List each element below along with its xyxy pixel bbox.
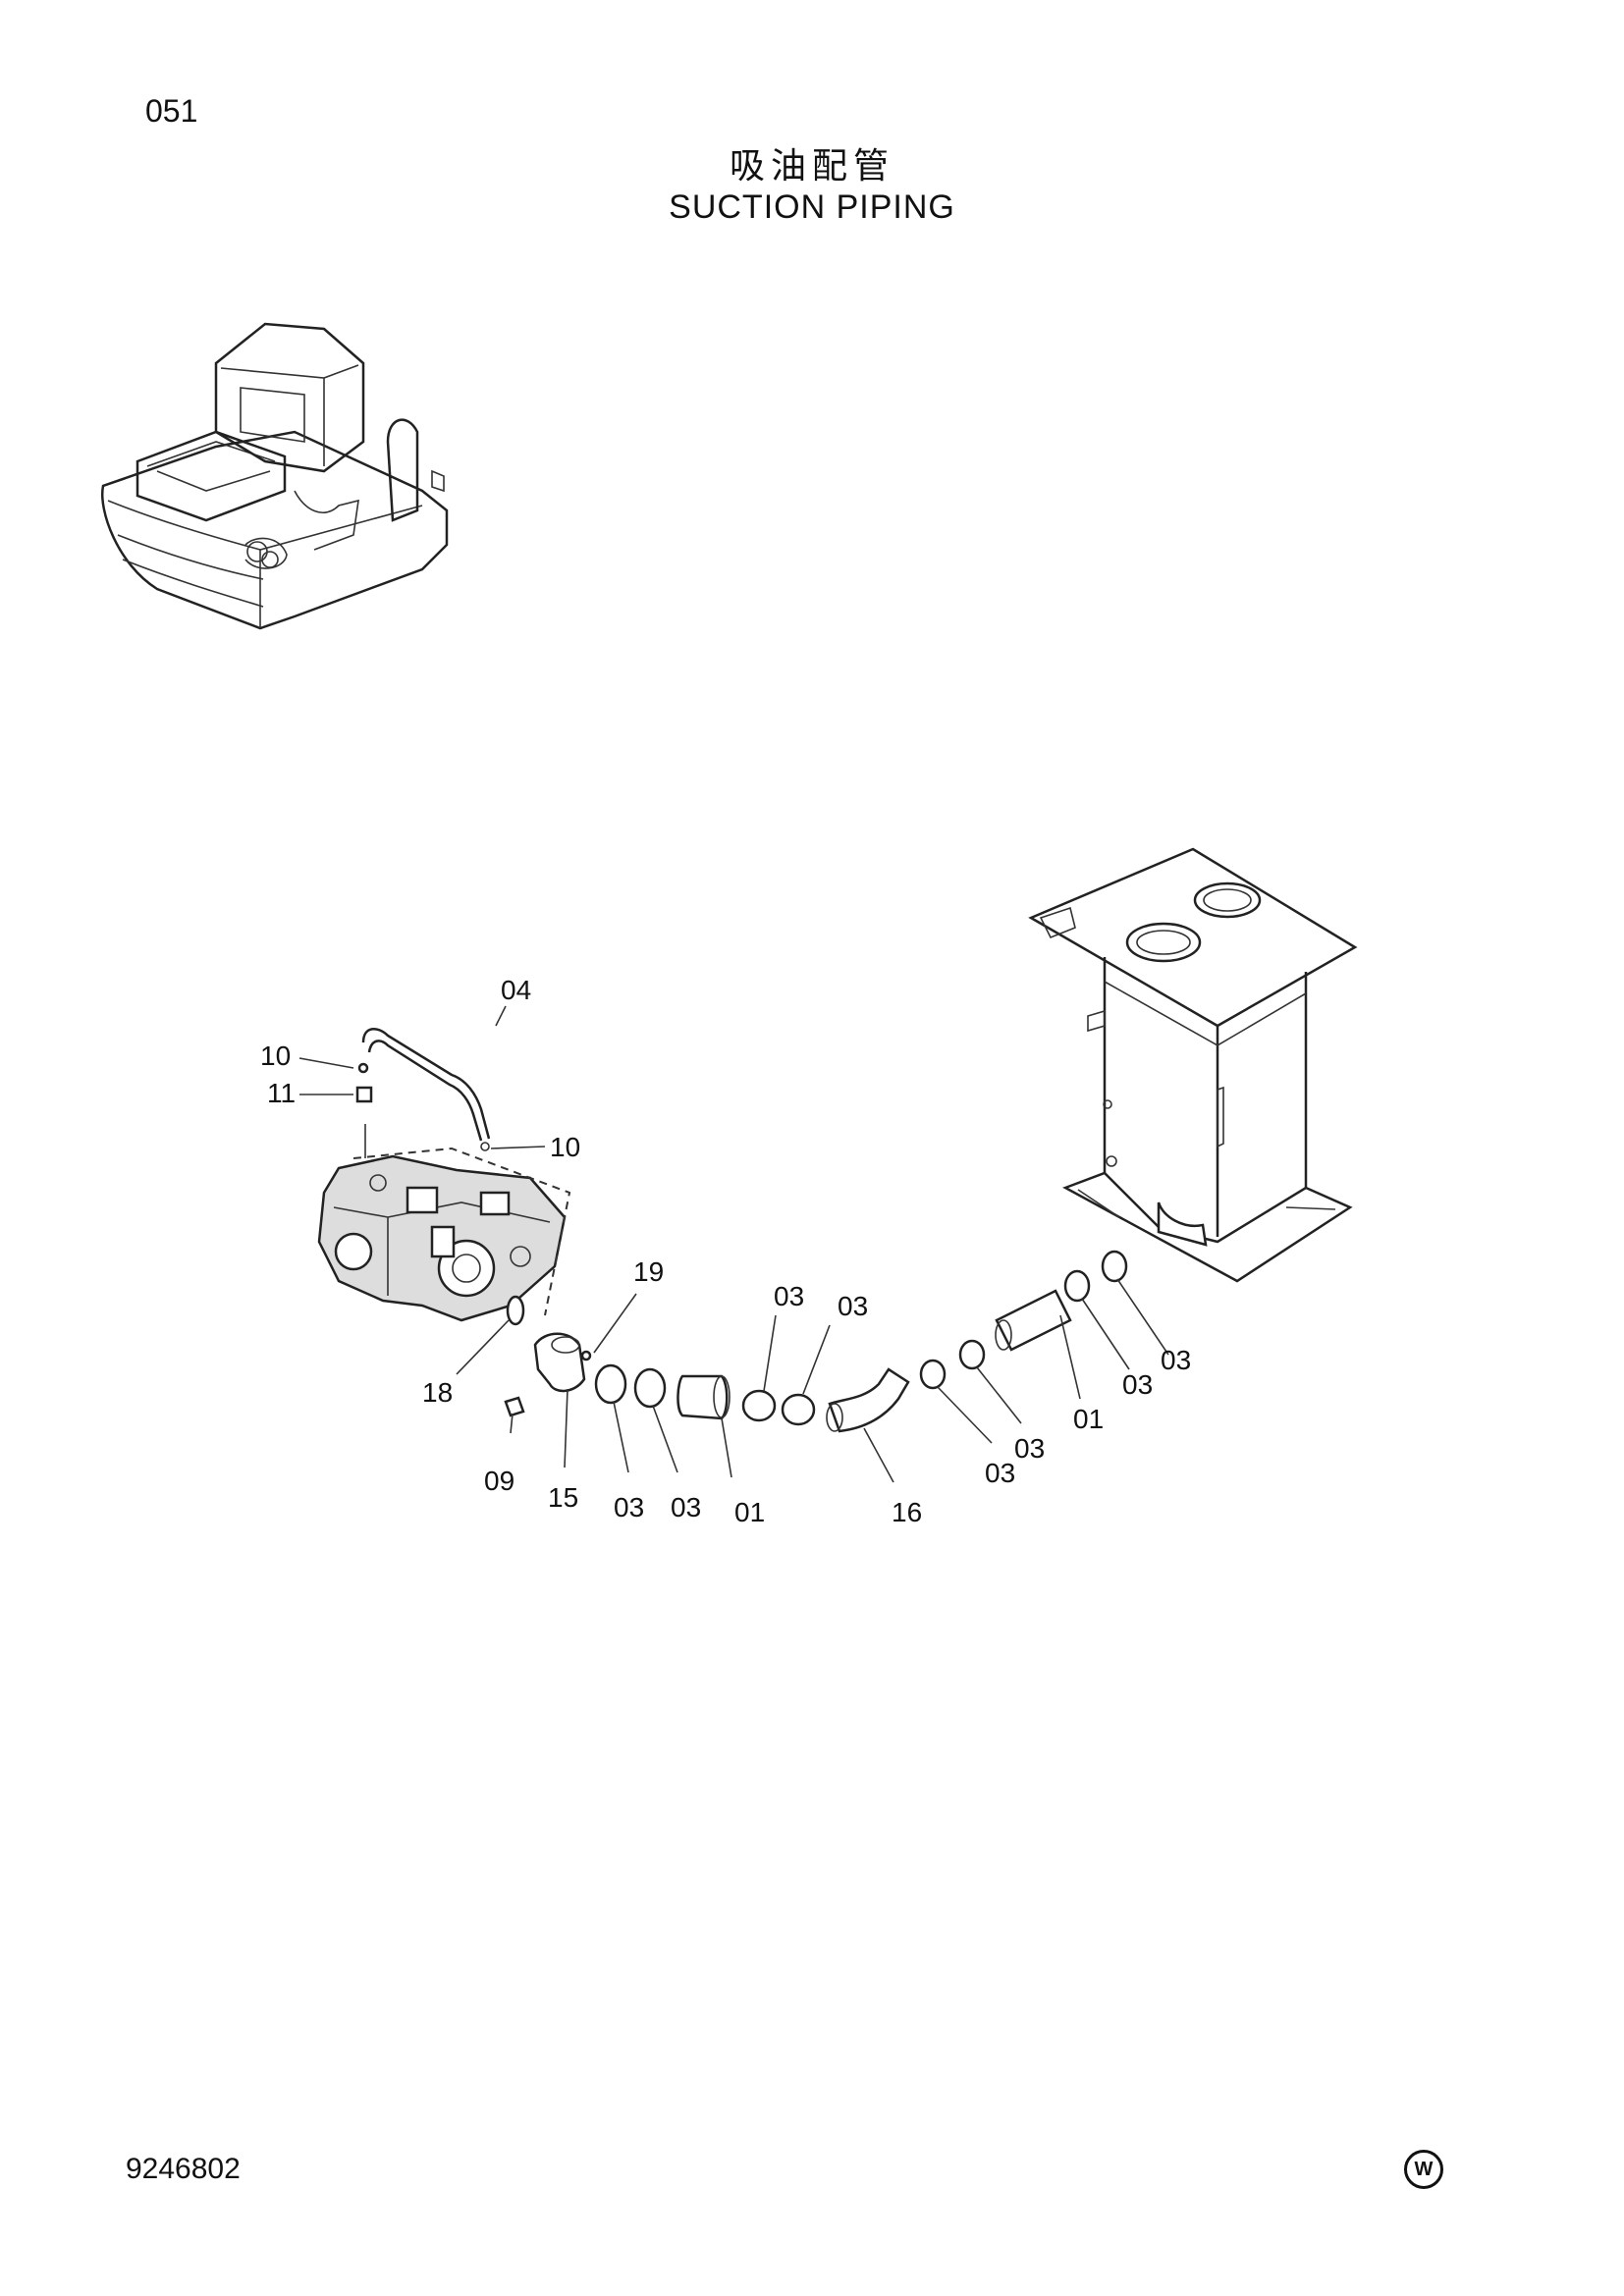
page-title-chinese: 吸油配管: [729, 146, 894, 187]
callout-16: 16: [892, 1497, 922, 1527]
hose-04: [361, 1028, 491, 1151]
adapter-11: [355, 1086, 373, 1103]
hose-01-right: [995, 1289, 1072, 1352]
bolt-09: [504, 1396, 525, 1417]
callout-03-5: 03: [985, 1458, 1015, 1488]
callout-03-1: 03: [614, 1492, 644, 1522]
callout-10-lower: 10: [550, 1132, 580, 1162]
page-title: SUCTION PIPING: [669, 188, 955, 226]
hose-01-left: [677, 1374, 729, 1420]
excavator-overview-illustration: [101, 322, 449, 630]
callout-03-4: 03: [838, 1291, 868, 1321]
callout-15: 15: [548, 1482, 578, 1513]
page-number: 051: [145, 93, 198, 129]
callout-01-left: 01: [734, 1497, 765, 1527]
clamp-03-6: [958, 1339, 986, 1370]
copyright-mark: W: [1404, 2150, 1443, 2189]
hydraulic-oil-tank: [1028, 847, 1358, 1283]
callout-10-upper: 10: [260, 1041, 291, 1071]
hydraulic-pump-assembly: [317, 1124, 571, 1322]
clamp-03-5: [919, 1359, 947, 1390]
callout-18: 18: [422, 1377, 453, 1408]
drawing-number: 9246802: [126, 2153, 241, 2185]
clamp-03-3: [741, 1389, 777, 1422]
suction-fitting-15: [533, 1332, 586, 1393]
clamp-03-4: [781, 1393, 816, 1426]
callout-19: 19: [633, 1256, 664, 1287]
callout-03-8: 03: [1161, 1345, 1191, 1375]
clamp-03-2: [633, 1367, 667, 1409]
callout-03-6: 03: [1014, 1433, 1045, 1464]
clamp-03-1: [594, 1363, 627, 1405]
callout-03-2: 03: [671, 1492, 701, 1522]
callout-11: 11: [267, 1078, 296, 1108]
callout-leaders: [298, 1005, 1169, 1483]
callout-09: 09: [484, 1466, 514, 1496]
callout-03-7: 03: [1122, 1369, 1153, 1400]
callout-04: 04: [501, 975, 531, 1005]
callout-01-right: 01: [1073, 1404, 1104, 1434]
clamp-03-7: [1063, 1269, 1091, 1303]
elbow-pipe-16: [828, 1367, 910, 1433]
bolt-19: [580, 1350, 592, 1362]
o-ring-10-upper: [357, 1062, 369, 1074]
callout-03-3: 03: [774, 1281, 804, 1311]
clamp-03-8: [1101, 1250, 1128, 1283]
o-ring-18: [506, 1295, 525, 1326]
